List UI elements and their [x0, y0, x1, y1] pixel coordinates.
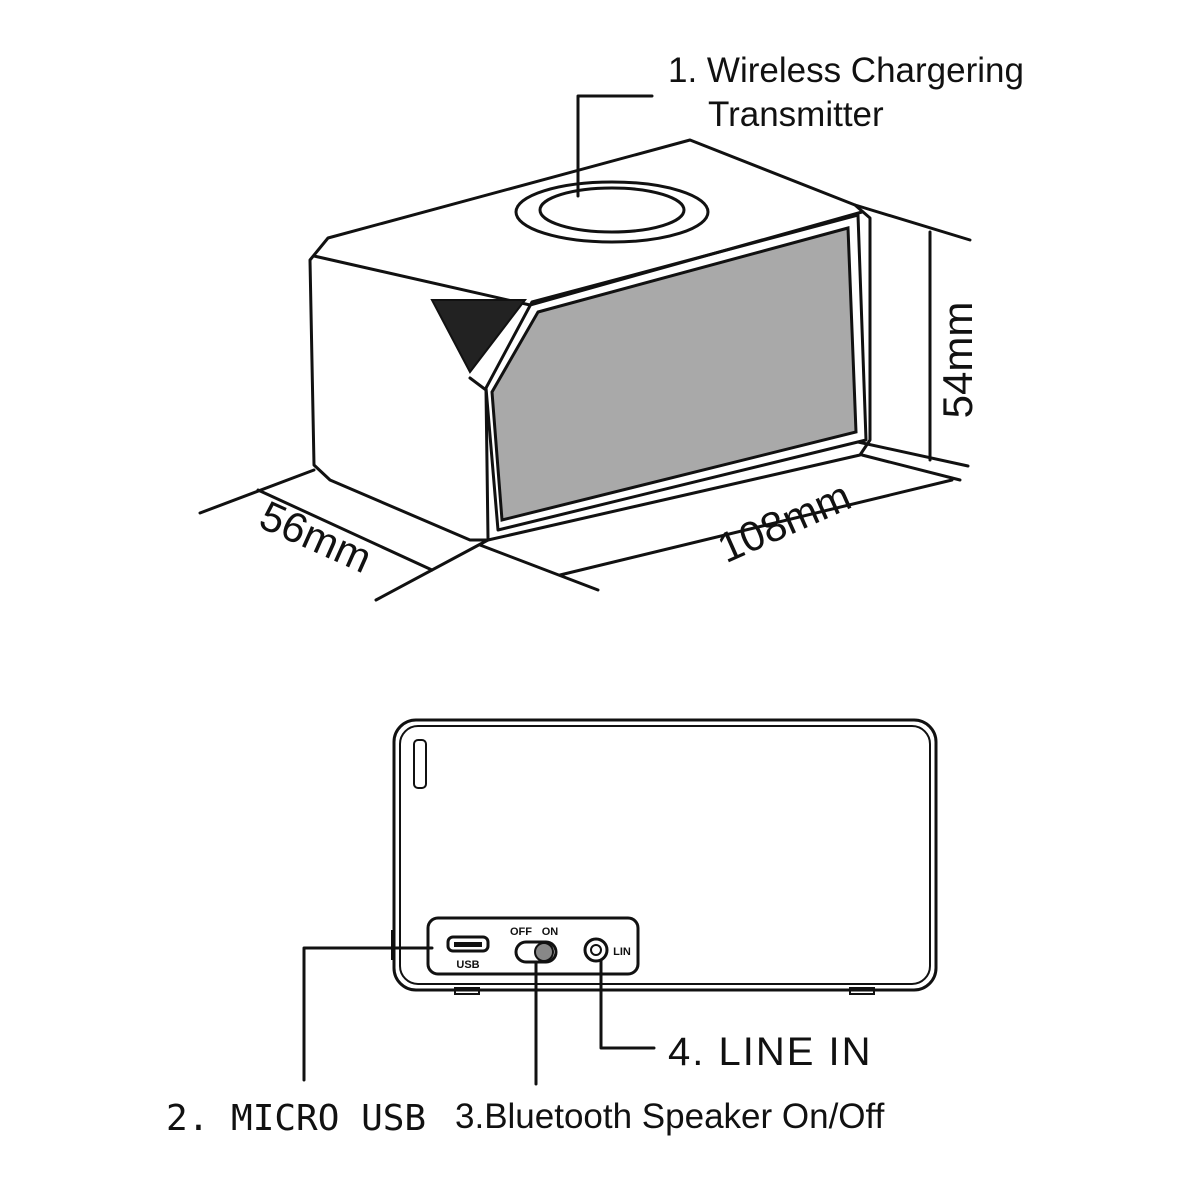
- side-tab: [413, 739, 427, 789]
- height-dimension-label: 54mm: [934, 302, 981, 419]
- length-dimension-label: 108mm: [711, 472, 858, 572]
- micro-usb-port-contacts: [454, 942, 482, 947]
- depth-dimension: 56mm: [198, 468, 490, 602]
- charging-pad-inner: [538, 186, 686, 234]
- switch-off-label: OFF: [510, 926, 532, 938]
- height-dimension: 54mm: [853, 203, 981, 468]
- speaker-grille: [490, 226, 858, 522]
- charging-pad-outer: [514, 180, 710, 244]
- back-panel-inner: [399, 725, 931, 985]
- line-in-jack-hole: [590, 944, 602, 956]
- front-face-edge: [468, 376, 490, 540]
- line-in-callout: 4. LINE IN: [668, 1030, 873, 1074]
- power-switch-knob: [534, 942, 554, 962]
- port-panel: [426, 916, 640, 976]
- line-in-port-label: LIN: [613, 946, 631, 958]
- micro-usb-leader: [302, 946, 434, 1082]
- speaker-3d-view: [308, 138, 872, 542]
- depth-dimension-label: 56mm: [253, 492, 379, 582]
- front-frame: [484, 213, 868, 532]
- logo-triangle: [430, 299, 528, 374]
- switch-on-label: ON: [542, 926, 559, 938]
- foot-left: [454, 987, 480, 995]
- speaker-back-view: USB OFF ON LIN: [391, 718, 938, 995]
- micro-usb-callout: 2. MICRO USB: [166, 1098, 426, 1139]
- wireless-charger-callout-line1: 1. Wireless Chargering: [668, 51, 1024, 90]
- wireless-charger-callout-line2: Transmitter: [708, 95, 884, 134]
- usb-port-label: USB: [456, 959, 479, 971]
- line-in-leader: [599, 959, 656, 1050]
- power-switch-callout: 3.Bluetooth Speaker On/Off: [455, 1097, 885, 1136]
- wireless-charger-leader: [576, 94, 654, 198]
- foot-right: [849, 987, 875, 995]
